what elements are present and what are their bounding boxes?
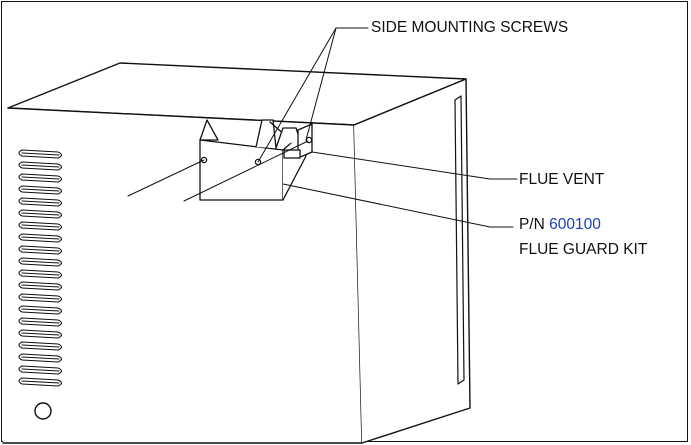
vent-slot-edge <box>21 224 60 228</box>
vent-slot <box>18 305 63 315</box>
vent-slot <box>18 221 63 231</box>
vent-slot-edge <box>21 164 60 168</box>
part-number-link[interactable]: 600100 <box>549 216 601 233</box>
vent-slot <box>18 173 63 183</box>
vent-slot-edge <box>21 272 60 276</box>
vent-louvers <box>18 149 63 387</box>
leader-lines <box>127 27 518 228</box>
vent-slot <box>18 365 63 375</box>
drain-plug-icon <box>34 402 52 420</box>
vent-slot <box>18 341 63 351</box>
vent-slot-edge <box>21 344 60 348</box>
vent-slot <box>18 377 63 387</box>
vent-slot <box>18 197 63 207</box>
vent-slot <box>18 317 63 327</box>
vent-slot-edge <box>21 308 60 312</box>
vent-slot-edge <box>21 236 60 240</box>
vent-slot <box>18 233 63 243</box>
vent-slot-edge <box>21 296 60 300</box>
vent-slot <box>18 281 63 291</box>
vent-slot-edge <box>21 368 60 372</box>
vent-slot-edge <box>21 380 60 384</box>
cabinet <box>2 62 471 444</box>
vent-slot <box>18 209 63 219</box>
vent-slot <box>18 161 63 171</box>
part-number-prefix: P/N <box>519 216 545 233</box>
label-flue-guard-kit: FLUE GUARD KIT <box>519 241 648 258</box>
vent-slot-edge <box>21 332 60 336</box>
vent-slot-edge <box>21 212 60 216</box>
vent-slot-edge <box>21 356 60 360</box>
vent-slot <box>18 269 63 279</box>
vent-slot-edge <box>21 152 60 156</box>
vent-slot <box>18 353 63 363</box>
label-part-number: P/N 600100 <box>519 217 601 233</box>
vent-slot-edge <box>21 248 60 252</box>
screw-hole-icon <box>200 156 208 164</box>
vent-slot <box>18 329 63 339</box>
vent-slot <box>18 293 63 303</box>
vent-slot-edge <box>21 284 60 288</box>
vent-slot-edge <box>21 176 60 180</box>
vent-slot-edge <box>21 320 60 324</box>
vent-slot <box>18 185 63 195</box>
vent-slot-edge <box>21 260 60 264</box>
vent-slot <box>18 149 63 159</box>
label-side-mounting-screws: SIDE MOUNTING SCREWS <box>371 19 569 36</box>
vent-slot-edge <box>21 188 60 192</box>
vent-slot-edge <box>21 200 60 204</box>
vent-slot <box>18 245 63 255</box>
label-flue-vent: FLUE VENT <box>519 171 605 188</box>
screw-hole-icon <box>254 158 262 166</box>
vent-slot <box>18 257 63 267</box>
